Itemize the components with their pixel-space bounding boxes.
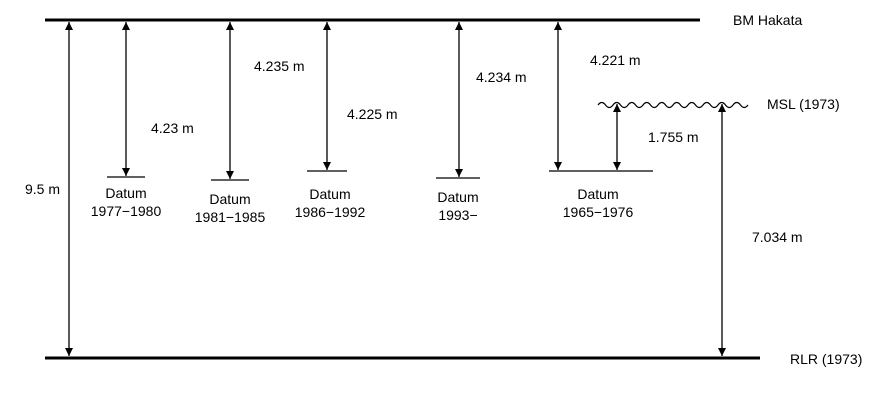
msl-label: MSL (1973) (767, 96, 840, 112)
rlr-label: RLR (1973) (790, 351, 862, 367)
msl-above-rlr-label: 7.034 m (752, 229, 803, 245)
distance-label-1965: 4.221 m (590, 52, 641, 68)
datum-caption-1977-line1: Datum (105, 185, 146, 201)
datum-caption-1986-line1: Datum (309, 186, 350, 202)
msl-above-datum-label: 1.755 m (648, 129, 699, 145)
distance-label-1977: 4.23 m (151, 120, 194, 136)
distance-label-1993: 4.234 m (476, 69, 527, 85)
datum-caption-1986-line2: 1986−1992 (295, 204, 366, 220)
datum-caption-1965-line1: Datum (577, 186, 618, 202)
distance-label-1986: 4.225 m (347, 106, 398, 122)
datum-caption-1965-line2: 1965−1976 (563, 204, 634, 220)
datum-caption-1993-line2: 1993− (438, 207, 477, 223)
datum-caption-1981-line1: Datum (209, 191, 250, 207)
datum-caption-1981-line2: 1981−1985 (195, 209, 266, 225)
datum-caption-1977-line2: 1977−1980 (91, 203, 162, 219)
total-height-label: 9.5 m (25, 181, 60, 197)
distance-label-1981: 4.235 m (254, 58, 305, 74)
datum-caption-1993-line1: Datum (437, 189, 478, 205)
msl-wave (597, 101, 749, 109)
bm-hakata-label: BM Hakata (733, 12, 802, 28)
